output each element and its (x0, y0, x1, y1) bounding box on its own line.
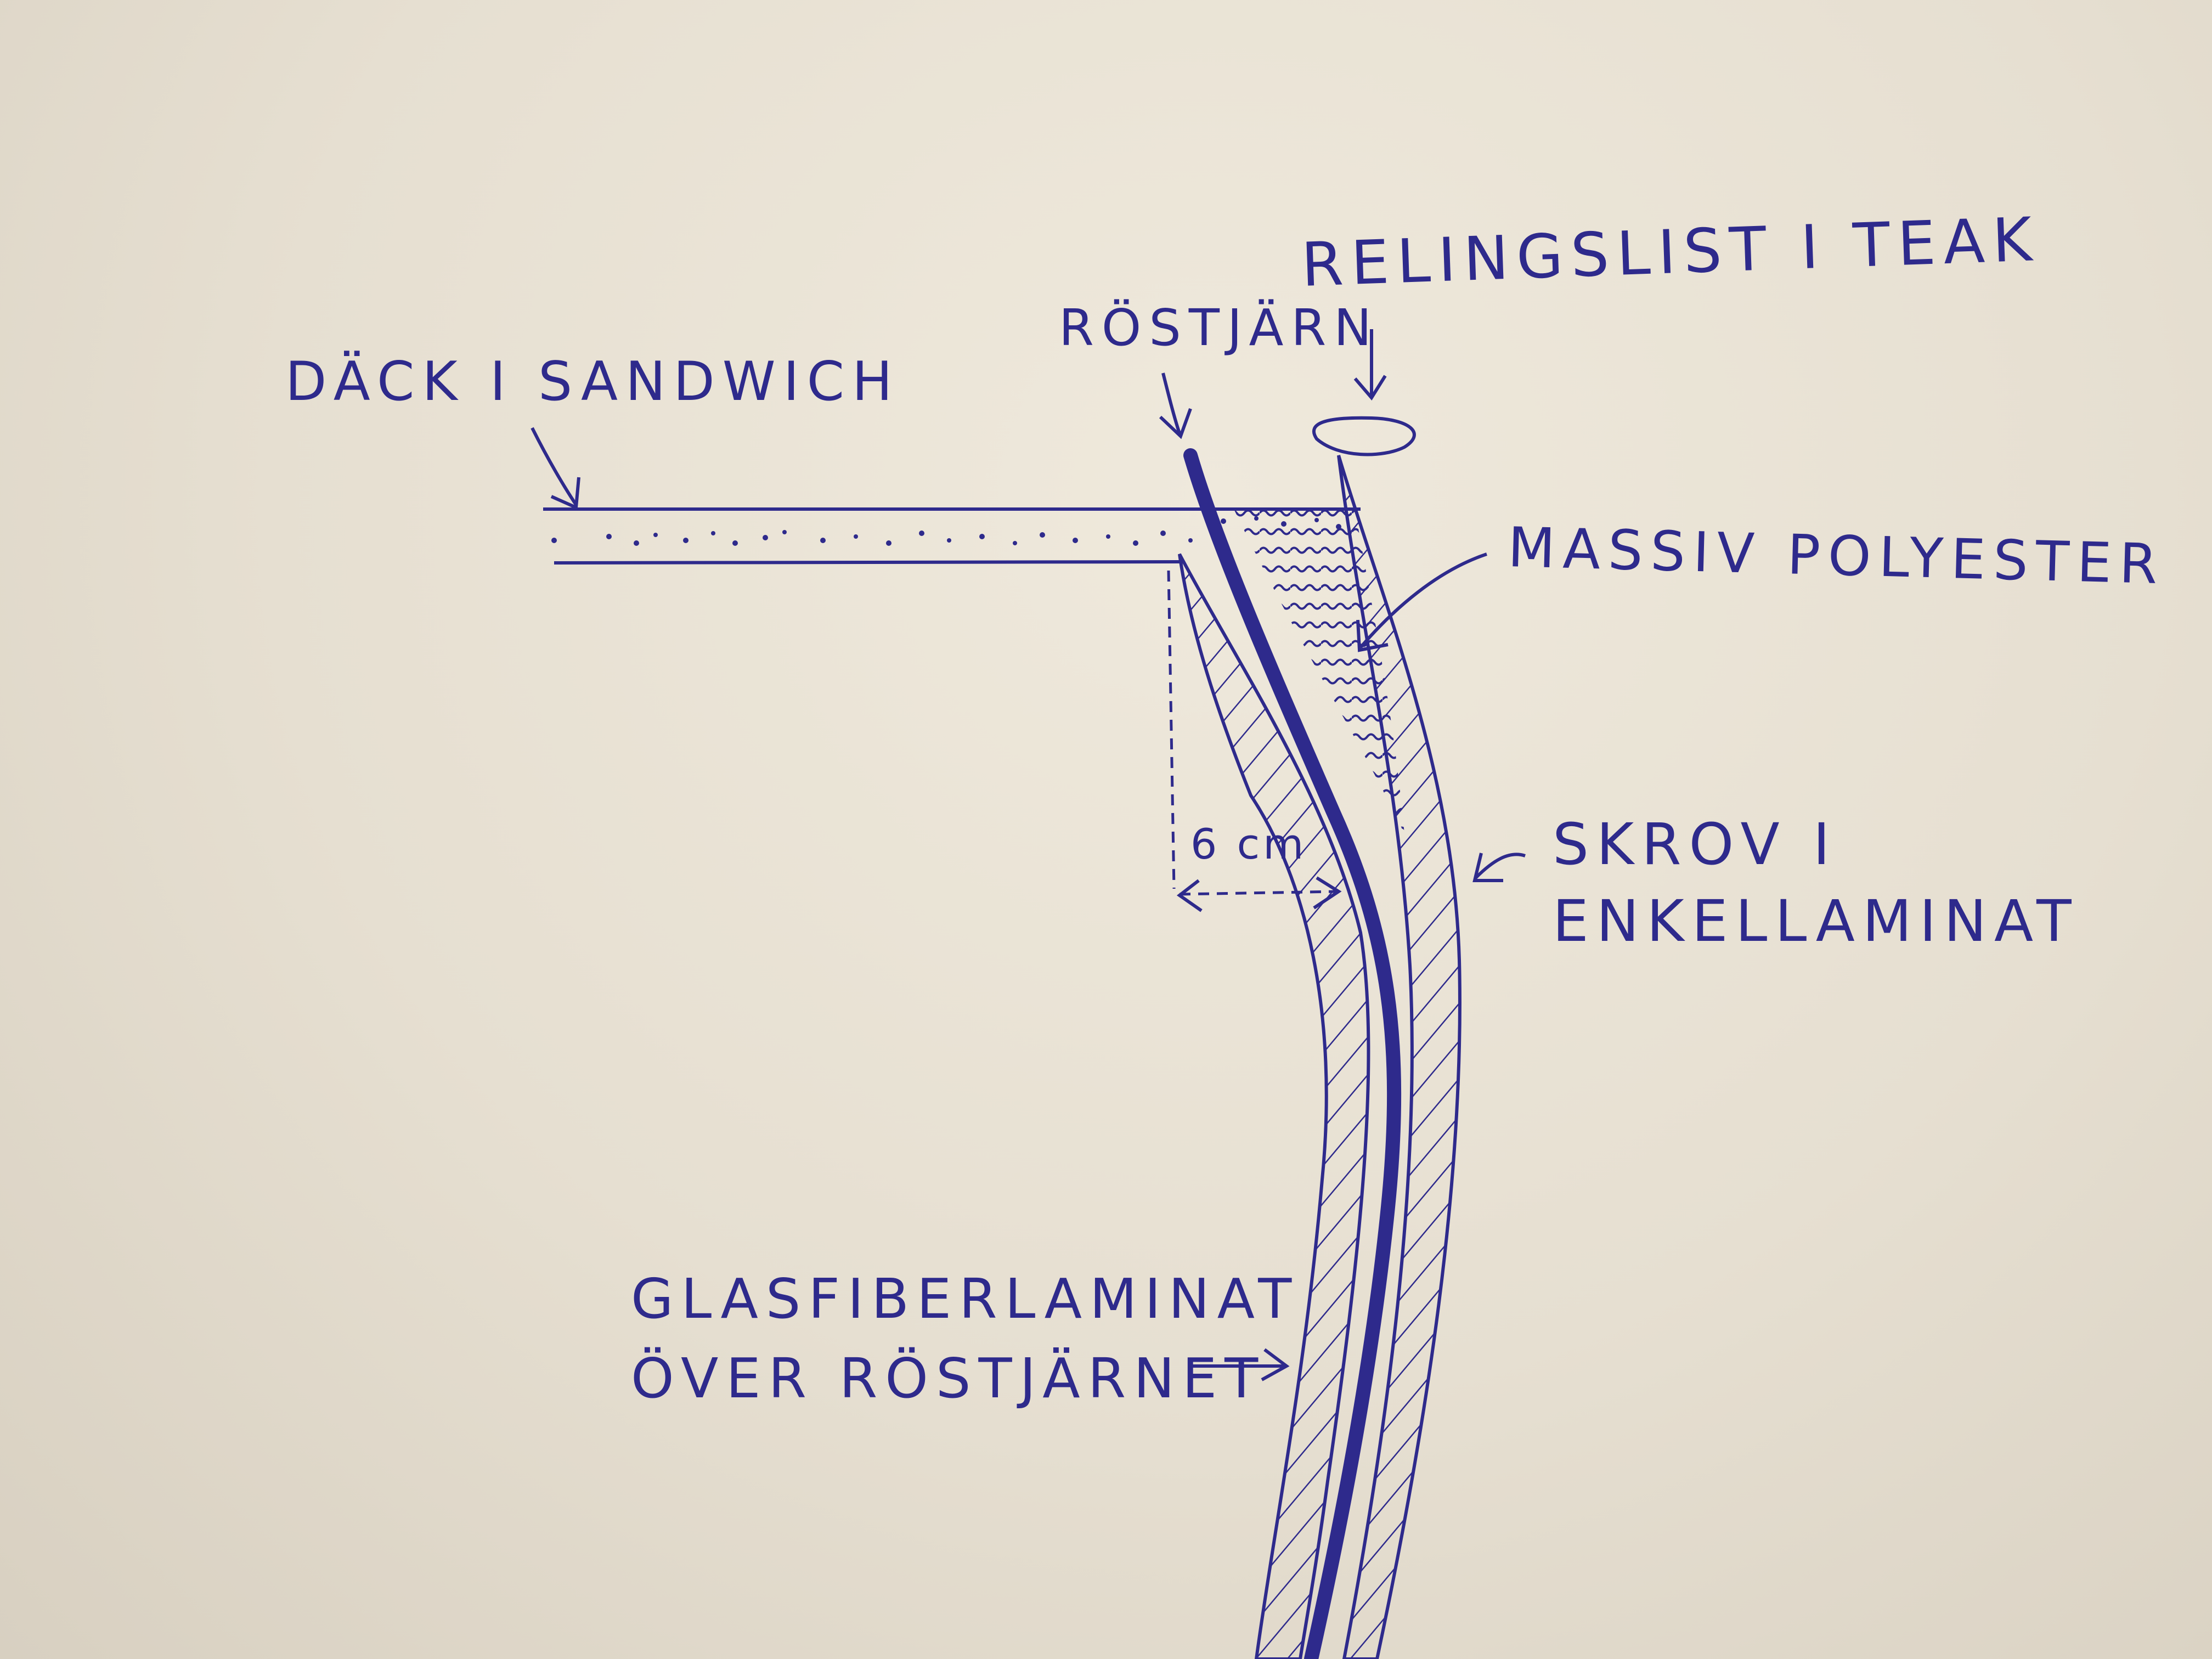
hull-single-laminate (1337, 455, 1462, 1659)
teak-rail (1312, 416, 1416, 456)
label-skrov-line1: SKROV I (1553, 811, 1838, 878)
label-skrov-i-enkellaminat: SKROV I ENKELLAMINAT (1553, 811, 2079, 955)
arrow-glasfiber (1190, 1348, 1290, 1381)
label-skrov-line2: ENKELLAMINAT (1553, 887, 2079, 955)
deck-sandwich (543, 507, 1361, 565)
label-dimension-6cm: 6 cm (1190, 820, 1307, 868)
label-dack-i-sandwich: DÄCK I SANDWICH (285, 351, 900, 413)
label-glasfiber-line1: GLASFIBERLAMINAT (631, 1267, 1300, 1331)
chainplate-bar (1183, 448, 1402, 1659)
arrow-rostjarn (1159, 373, 1192, 439)
arrow-massiv (1356, 552, 1487, 652)
arrow-relingslist (1353, 329, 1387, 401)
arrow-dack (531, 427, 580, 510)
label-glasfiberlaminat-over-rostjarnet: GLASFIBERLAMINAT ÖVER RÖSTJÄRNET (631, 1267, 1299, 1410)
label-rostjarn: RÖSTJÄRN (1059, 298, 1380, 357)
dimension-6cm-indicator (1167, 570, 1342, 912)
arrow-skrov (1472, 853, 1526, 882)
glassfiber-laminate-area (1178, 553, 1370, 1659)
label-glasfiber-line2: ÖVER RÖSTJÄRNET (631, 1346, 1266, 1410)
